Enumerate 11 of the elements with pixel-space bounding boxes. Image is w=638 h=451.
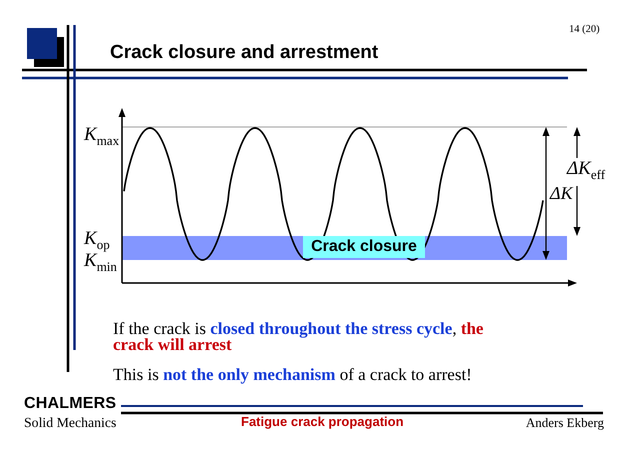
department-name: Solid Mechanics xyxy=(24,415,116,430)
bullet-text: If the crack is closed throughout the stress cycle, the crack will arrest xyxy=(113,321,484,352)
university-name: CHALMERS xyxy=(24,396,116,412)
page-number: 14 (20) xyxy=(569,24,600,36)
axis-label: K$_{max}$ xyxy=(84,124,120,150)
slide-title: Crack closure and arrestment xyxy=(110,41,378,65)
dimension-label: ΔK$_{eff}$ xyxy=(567,158,606,186)
axis-label: K$_{op}$ xyxy=(84,228,110,254)
footer-title: Fatigue crack propagation xyxy=(241,414,404,429)
author-name: Anders Ekberg xyxy=(526,415,604,430)
bullet-text: This is not the only mechanism of a crack to arrest! xyxy=(113,366,472,383)
